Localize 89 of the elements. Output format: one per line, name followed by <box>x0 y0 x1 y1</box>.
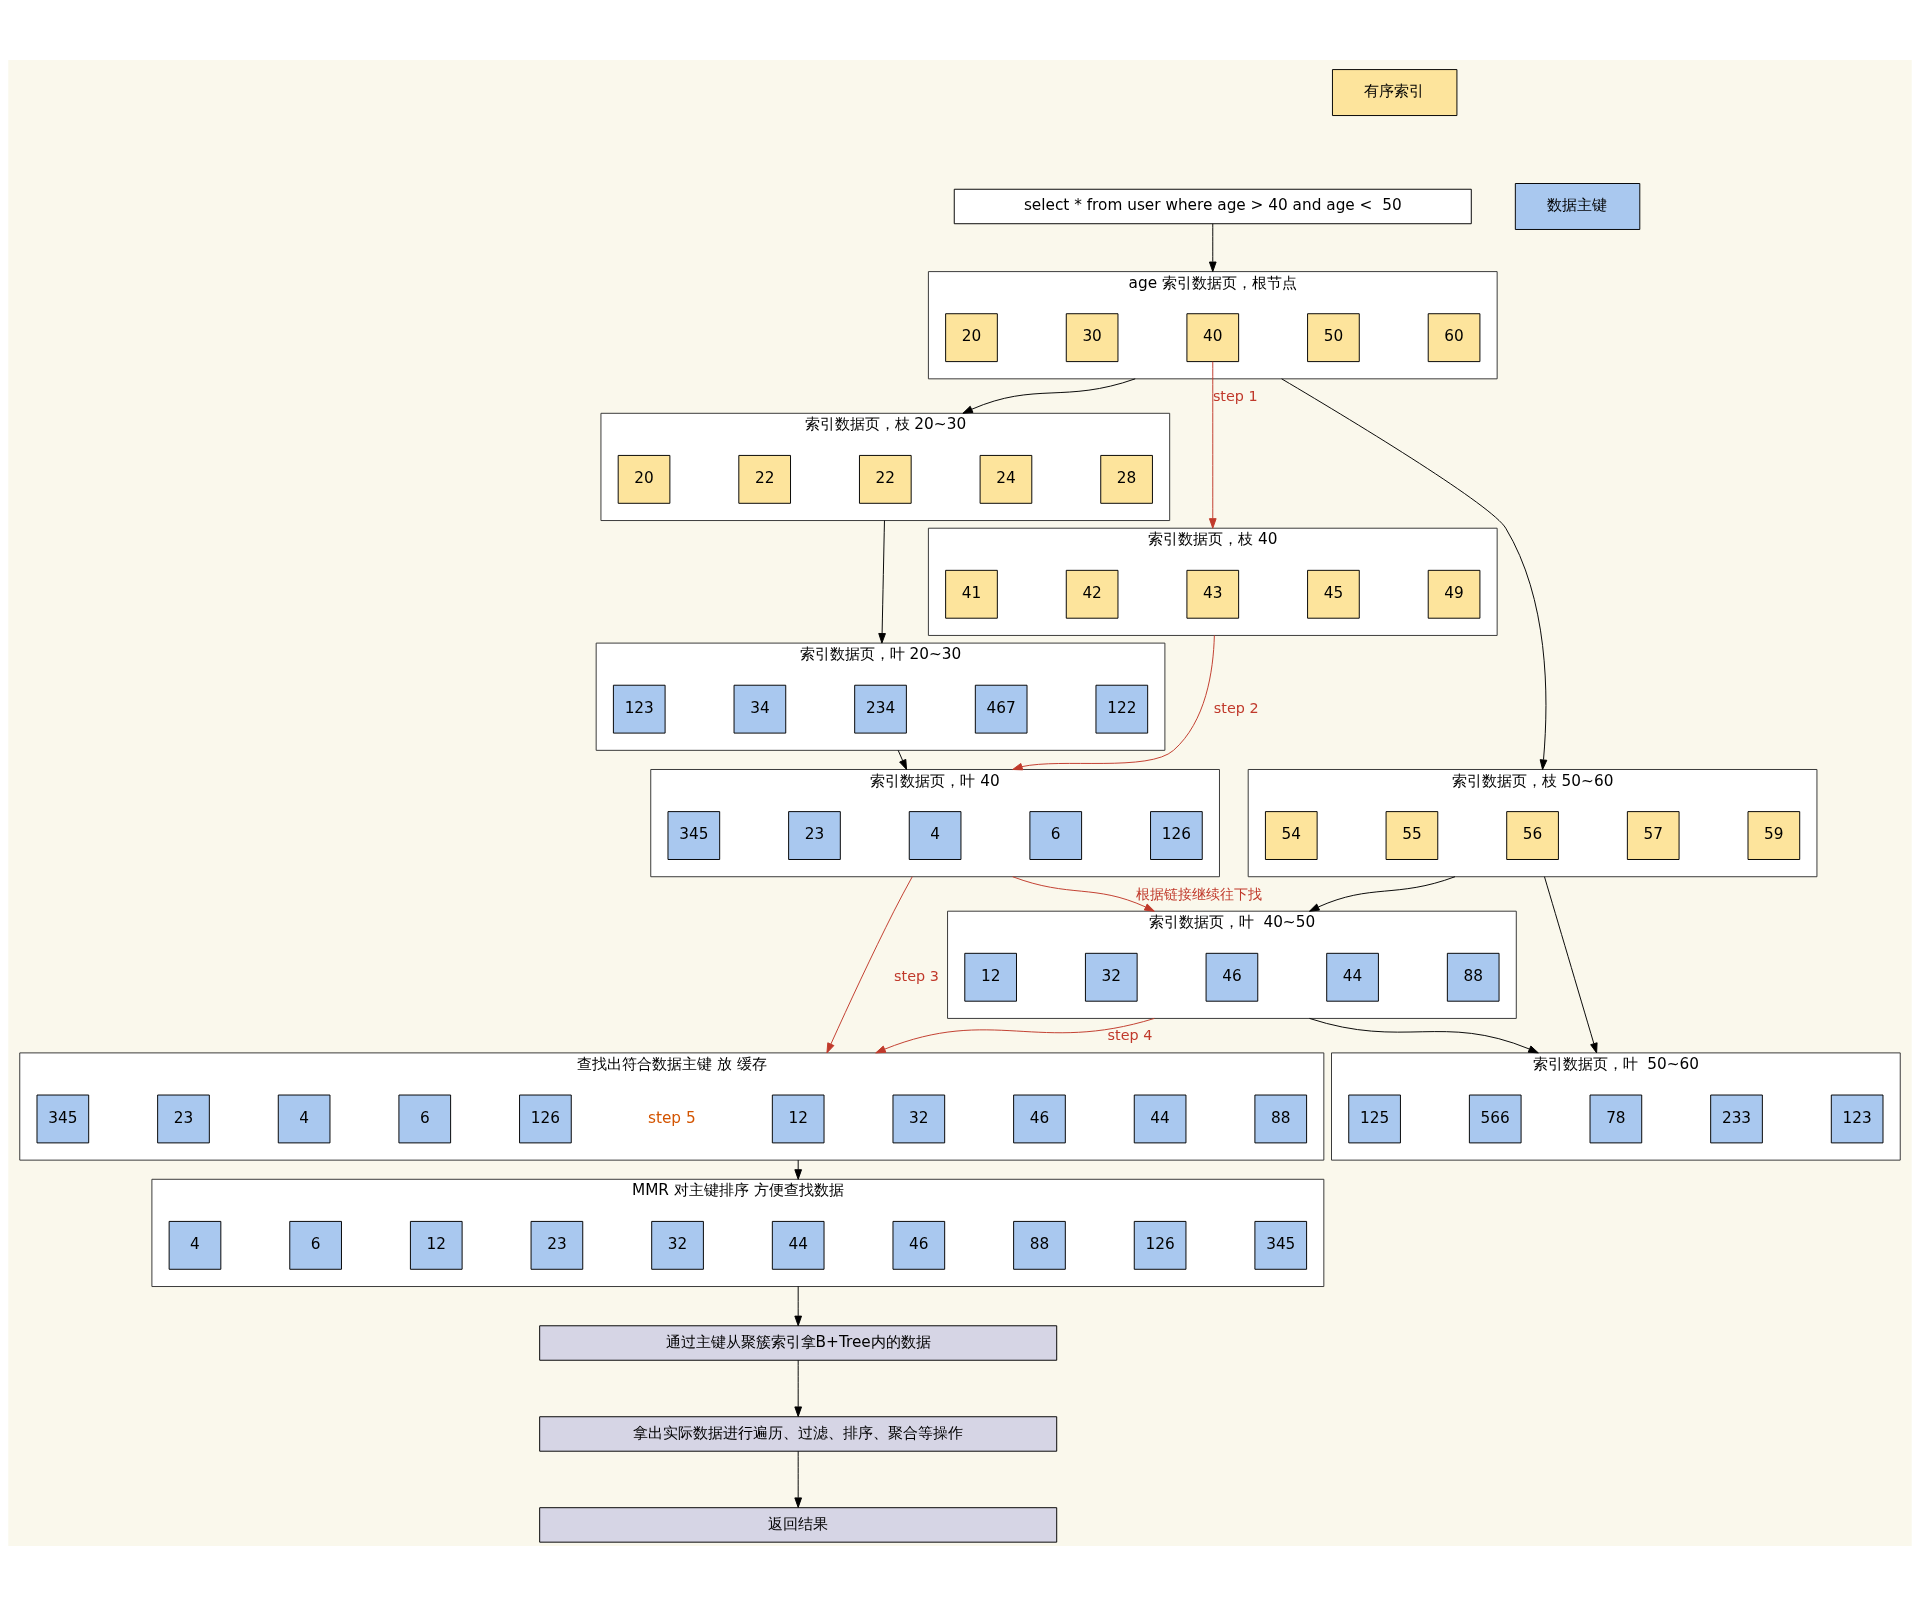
node-box: 126 <box>1133 1220 1187 1270</box>
node-box: 20 <box>617 454 671 504</box>
arrow <box>875 1017 1155 1053</box>
arrow <box>1012 634 1215 770</box>
node-box: 23 <box>530 1220 584 1270</box>
legend-label: 数据主键 <box>1546 195 1607 214</box>
edge-label: step 1 <box>1212 387 1258 404</box>
node-box: 23 <box>157 1094 210 1143</box>
arrow <box>1544 875 1598 1053</box>
node-box: 通过主键从聚簇索引拿B+Tree内的数据 <box>539 1324 1058 1361</box>
legend-label: 有序索引 <box>1364 81 1425 100</box>
node-box: 30 <box>1065 312 1119 362</box>
node-box: 46 <box>1013 1094 1066 1143</box>
node-box: 59 <box>1747 810 1801 860</box>
node-box: 126 <box>1150 810 1203 860</box>
node-box: 32 <box>651 1220 704 1270</box>
node-box: 23 <box>788 810 841 860</box>
node-box: 56 <box>1506 810 1559 860</box>
node-box: 20 <box>945 312 998 362</box>
arrow <box>1281 377 1548 770</box>
node-box: 122 <box>1095 684 1149 734</box>
node-box: 234 <box>854 684 907 734</box>
node-box: 345 <box>1254 1220 1308 1270</box>
node-box: 233 <box>1710 1094 1763 1143</box>
node-box: 34 <box>733 684 787 734</box>
node-box: 12 <box>771 1094 825 1143</box>
arrow <box>1309 875 1456 912</box>
node-box: 28 <box>1100 454 1153 504</box>
node-box: 40 <box>1186 312 1240 362</box>
edge-label: step 4 <box>1107 1026 1153 1043</box>
node-box: 12 <box>409 1220 463 1270</box>
node-box: 50 <box>1307 312 1360 362</box>
node-box: 22 <box>738 454 791 504</box>
node-box: 24 <box>979 454 1033 504</box>
node-box: 88 <box>1446 952 1500 1002</box>
node-box: 123 <box>612 684 666 734</box>
node-box: 41 <box>945 569 998 619</box>
node-box: 6 <box>1029 810 1083 860</box>
arrow <box>878 519 886 644</box>
node-box: 32 <box>892 1094 946 1143</box>
edge-label: step 2 <box>1213 699 1259 716</box>
arrow <box>826 875 913 1053</box>
node-box: 467 <box>974 684 1028 734</box>
edge-label: 根据链接继续往下找 <box>1136 885 1263 902</box>
node-box: 6 <box>398 1094 452 1143</box>
node-box: select * from user where age > 40 and age < 50 <box>953 188 1472 224</box>
node-box: 4 <box>277 1094 331 1143</box>
node-box: 返回结果 <box>539 1506 1058 1543</box>
node-box: 44 <box>1133 1094 1187 1143</box>
node-box: 46 <box>892 1220 946 1270</box>
arrow <box>794 1359 802 1417</box>
node-box: 4 <box>168 1220 222 1270</box>
arrow <box>897 749 908 770</box>
arrow <box>794 1159 802 1180</box>
node-box: 88 <box>1254 1094 1308 1143</box>
node-box: 126 <box>519 1094 572 1143</box>
node-box: 345 <box>36 1094 90 1143</box>
node-box: 54 <box>1264 810 1318 860</box>
edge-label: step 3 <box>894 967 939 984</box>
node-box: 42 <box>1065 569 1119 619</box>
arrow <box>962 377 1136 414</box>
node-box: 44 <box>771 1220 825 1270</box>
node-box: 49 <box>1427 569 1481 619</box>
node-box: 6 <box>289 1220 342 1270</box>
node-box: 拿出实际数据进行遍历、过滤、排序、聚合等操作 <box>539 1415 1058 1452</box>
node-box: 46 <box>1205 952 1259 1002</box>
node-box: 78 <box>1589 1094 1643 1143</box>
node-box: 12 <box>964 952 1017 1002</box>
node-box: 60 <box>1427 312 1481 362</box>
node-box: 123 <box>1830 1094 1884 1143</box>
node-box: 88 <box>1013 1220 1066 1270</box>
arrow <box>1309 1017 1539 1053</box>
arrow <box>1208 222 1217 272</box>
node-box: 345 <box>667 810 721 860</box>
node-box: 32 <box>1084 952 1138 1002</box>
arrow <box>1012 875 1155 912</box>
node-box: 566 <box>1468 1094 1522 1143</box>
node-box: 22 <box>859 454 912 504</box>
node-box: 57 <box>1626 810 1680 860</box>
arrow <box>794 1285 802 1326</box>
node-box: 45 <box>1307 569 1360 619</box>
arrow <box>1208 360 1217 529</box>
node-box: 125 <box>1348 1094 1401 1143</box>
label: step 5 <box>647 1108 696 1127</box>
node-box: 44 <box>1326 952 1379 1002</box>
node-box: 55 <box>1385 810 1439 860</box>
node-box: 43 <box>1186 569 1240 619</box>
arrow <box>794 1450 802 1508</box>
node-box: 4 <box>908 810 962 860</box>
